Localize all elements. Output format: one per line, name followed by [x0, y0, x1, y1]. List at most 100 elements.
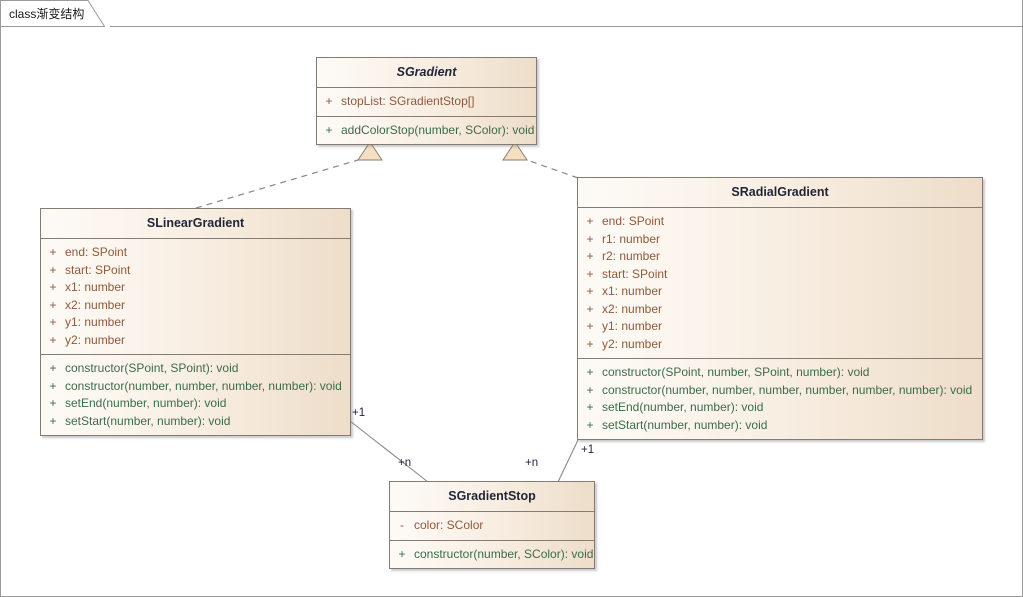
operation-row: + constructor(number, SColor): void [390, 546, 594, 564]
operation-label: constructor(SPoint, SPoint): void [65, 361, 239, 375]
attributes-compartment-slineargradient: + end: SPoint + start: SPoint + x1: numb… [41, 238, 350, 354]
multiplicity-label-radial-n: +n [525, 457, 539, 469]
visibility-marker: + [586, 417, 594, 432]
attribute-row: + start: SPoint [578, 266, 982, 284]
visibility-marker: + [49, 280, 57, 294]
visibility-marker: + [586, 400, 594, 414]
operation-row: + setEnd(number, number): void [578, 399, 982, 417]
visibility-marker: + [49, 332, 57, 347]
operation-label: setEnd(number, number): void [65, 396, 227, 410]
operations-compartment-sradialgradient: + constructor(SPoint, number, SPoint, nu… [578, 358, 982, 439]
visibility-marker: + [49, 361, 57, 375]
visibility-marker: + [398, 546, 406, 561]
attribute-row: + r1: number [578, 231, 982, 249]
attribute-row: + y1: number [578, 318, 982, 336]
class-name-slineargradient: SLinearGradient [146, 216, 245, 230]
operations-compartment-sgradient: + addColorStop(number, SColor): void [317, 115, 536, 145]
class-box-sradialgradient[interactable]: SRadialGradient + end: SPoint + r1: numb… [577, 177, 983, 440]
operations-compartment-slineargradient: + constructor(SPoint, SPoint): void + co… [41, 354, 350, 435]
multiplicity-label-radial-1: +1 [581, 444, 595, 456]
operation-label: constructor(number, SColor): void [414, 546, 594, 561]
visibility-marker: + [586, 214, 594, 228]
visibility-marker: + [586, 301, 594, 316]
visibility-marker: + [49, 413, 57, 428]
operation-label: constructor(number, number, number, numb… [65, 378, 342, 393]
operation-label: setStart(number, number): void [65, 413, 231, 428]
class-name-sgradient: SGradient [396, 65, 457, 79]
visibility-marker: + [586, 382, 594, 397]
visibility-marker: + [586, 249, 594, 263]
rel-radial-realizes-gradient [502, 141, 579, 179]
visibility-marker: + [49, 297, 57, 312]
operation-label: constructor(number, number, number, numb… [602, 382, 973, 397]
diagram-title-tab[interactable]: class渐变结构 [0, 0, 111, 27]
visibility-marker: - [400, 518, 404, 532]
class-box-sgradient[interactable]: SGradient + stopList: SGradientStop[] + … [316, 57, 537, 145]
attribute-label: start: SPoint [602, 266, 668, 281]
attribute-label: x1: number [602, 284, 663, 298]
attribute-label: x1: number [65, 280, 126, 294]
operation-label: setStart(number, number): void [602, 417, 768, 432]
visibility-marker: + [325, 94, 333, 108]
visibility-marker: + [49, 396, 57, 410]
diagram-tab-shape [0, 0, 105, 27]
operation-label: addColorStop(number, SColor): void [341, 122, 535, 137]
attribute-label: start: SPoint [65, 262, 131, 277]
attribute-row: + x1: number [41, 279, 350, 297]
attribute-row: + r2: number [578, 248, 982, 266]
operation-label: constructor(SPoint, number, SPoint, numb… [602, 365, 870, 379]
rel-radial-stop [557, 439, 579, 483]
attribute-label: y1: number [65, 315, 126, 329]
attribute-row: + y2: number [41, 332, 350, 350]
attribute-label: end: SPoint [65, 245, 128, 259]
attribute-label: r2: number [602, 249, 661, 263]
attribute-label: x2: number [602, 301, 663, 316]
multiplicity-label-linear-1: +1 [352, 407, 366, 419]
operation-row: + setStart(number, number): void [41, 413, 350, 431]
diagram-frame-left-border [0, 0, 1, 596]
operation-row: + setEnd(number, number): void [41, 395, 350, 413]
visibility-marker: + [49, 245, 57, 259]
attribute-row: + end: SPoint [41, 244, 350, 262]
operation-row: + addColorStop(number, SColor): void [317, 122, 536, 140]
visibility-marker: + [586, 284, 594, 298]
rel-linear-stop [349, 420, 429, 483]
operation-row: + setStart(number, number): void [578, 417, 982, 435]
attribute-label: y2: number [602, 336, 663, 351]
diagram-frame-top-border [0, 26, 1022, 27]
visibility-marker: + [586, 231, 594, 246]
multiplicity-label-linear-n: +n [398, 457, 412, 469]
operations-compartment-sgradientstop: + constructor(number, SColor): void [390, 539, 594, 569]
visibility-marker: + [586, 266, 594, 281]
visibility-marker: + [49, 262, 57, 277]
visibility-marker: + [586, 365, 594, 379]
attribute-label: color: SColor [414, 518, 484, 532]
class-name-sradialgradient: SRadialGradient [731, 185, 829, 199]
attribute-row: + x1: number [578, 283, 982, 301]
attribute-row: + start: SPoint [41, 262, 350, 280]
class-box-sgradientstop[interactable]: SGradientStop - color: SColor + construc… [389, 481, 595, 569]
rel-linear-realizes-gradient [195, 141, 383, 209]
operation-row: + constructor(SPoint, number, SPoint, nu… [578, 364, 982, 382]
attributes-compartment-sradialgradient: + end: SPoint + r1: number + r2: number … [578, 207, 982, 358]
visibility-marker: + [325, 122, 333, 137]
visibility-marker: + [586, 336, 594, 351]
attribute-label: stopList: SGradientStop[] [341, 94, 475, 108]
attribute-label: y2: number [65, 332, 126, 347]
attribute-label: end: SPoint [602, 214, 665, 228]
attribute-row: + y1: number [41, 314, 350, 332]
diagram-title-label: class渐变结构 [9, 7, 85, 21]
attribute-row: + x2: number [41, 297, 350, 315]
visibility-marker: + [49, 315, 57, 329]
attribute-row: + stopList: SGradientStop[] [317, 93, 536, 111]
attribute-row: + end: SPoint [578, 213, 982, 231]
operation-row: + constructor(number, number, number, nu… [578, 382, 982, 400]
attribute-label: r1: number [602, 231, 661, 246]
attributes-compartment-sgradient: + stopList: SGradientStop[] [317, 87, 536, 116]
operation-label: setEnd(number, number): void [602, 400, 764, 414]
class-name-sgradientstop: SGradientStop [448, 489, 536, 503]
attribute-row: + y2: number [578, 336, 982, 354]
class-box-slineargradient[interactable]: SLinearGradient + end: SPoint + start: S… [40, 208, 351, 436]
attributes-compartment-sgradientstop: - color: SColor [390, 511, 594, 540]
